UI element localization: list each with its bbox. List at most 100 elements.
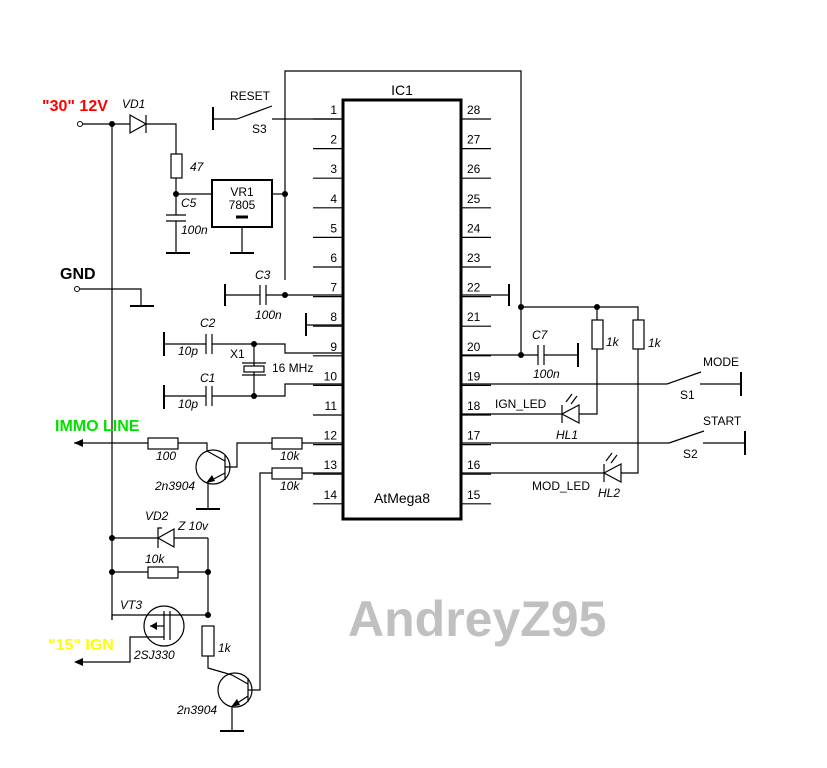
resistor-1k-hl2 — [632, 319, 645, 350]
r-hl1-value: 1k — [606, 335, 620, 349]
junction — [205, 569, 211, 575]
ic-pin-number: 18 — [467, 399, 481, 413]
hl2-light-icon — [605, 452, 618, 464]
ic-pin-number: 24 — [467, 221, 481, 235]
c1-value: 10p — [178, 397, 198, 411]
wire-vcc-loop — [284, 70, 522, 295]
r-gate-value: 10k — [145, 552, 165, 566]
c5-ref: C5 — [181, 196, 197, 210]
wire — [78, 636, 164, 663]
arrow-15-ign — [74, 658, 83, 666]
c5-value: 100n — [181, 223, 208, 237]
vd2-value: Z 10v — [177, 519, 209, 533]
switch-s2-blade — [668, 430, 705, 444]
label-start: START — [703, 414, 742, 428]
vd2-ref: VD2 — [145, 509, 169, 523]
ic-pin-number: 14 — [324, 488, 338, 502]
wire — [579, 349, 598, 415]
resistor-10k-pin12 — [271, 437, 303, 450]
watermark: AndreyZ95 — [348, 591, 606, 647]
wire — [207, 656, 233, 676]
ic-pin-number: 13 — [324, 458, 338, 472]
ic-pin-number: 27 — [467, 133, 481, 147]
r12-value: 10k — [280, 449, 300, 463]
q2-arrow — [231, 699, 240, 707]
zener-vd2 — [156, 527, 175, 549]
led-hl2 — [602, 463, 622, 483]
wire — [521, 306, 639, 320]
ic-pin-number: 22 — [467, 281, 481, 295]
switch-s1-blade — [666, 371, 702, 385]
c1-ref: C1 — [200, 371, 215, 385]
c7-value: 100n — [533, 367, 560, 381]
hl1-ref: HL1 — [556, 428, 578, 442]
terminal-gnd — [74, 286, 80, 292]
resistor-1k-base — [201, 625, 215, 657]
ic-pin-number: 15 — [467, 488, 481, 502]
switch-s3-blade — [236, 105, 273, 120]
zener-bar — [157, 527, 162, 548]
ic-pin-number: 7 — [330, 281, 337, 295]
ic-pin-number: 2 — [330, 133, 337, 147]
label-mode: MODE — [703, 355, 739, 369]
c2-ref: C2 — [200, 316, 216, 330]
ic-pin-number: 9 — [330, 340, 337, 354]
q2-collector — [231, 674, 249, 685]
ic-pin-number: 10 — [324, 369, 338, 383]
resistor-47 — [170, 153, 183, 179]
wire — [111, 614, 170, 620]
wire — [621, 349, 639, 474]
c3-value: 100n — [255, 308, 282, 322]
ic-pin-number: 19 — [467, 369, 481, 383]
ic-pin-number: 17 — [467, 429, 481, 443]
r100-value: 100 — [156, 449, 176, 463]
label-30-12v: "30" 12V — [42, 98, 108, 115]
q2-value: 2n3904 — [176, 703, 217, 717]
hl1-light-icon — [565, 393, 578, 405]
terminal-30 — [77, 121, 83, 127]
x1-value: 16 MHz — [272, 361, 313, 375]
vd1-ref: VD1 — [122, 97, 145, 111]
ic-pin-number: 28 — [467, 103, 481, 117]
transistor-q2 — [217, 672, 253, 708]
resistor-10k-gate — [147, 566, 179, 579]
c3-ref: C3 — [255, 268, 271, 282]
s1-ref: S1 — [680, 388, 695, 402]
resistor-10k-pin13 — [271, 467, 303, 480]
resistor-1k-hl1 — [591, 319, 604, 350]
label-mod-led: MOD_LED — [532, 479, 590, 493]
vt3-value: 2SJ330 — [133, 648, 175, 662]
crystal-x1 — [243, 365, 265, 373]
diode-vd1 — [129, 113, 148, 135]
ic-pin-number: 21 — [467, 310, 481, 324]
vt3-arrow — [150, 622, 157, 630]
s3-ref: S3 — [252, 122, 267, 136]
junction — [205, 612, 211, 618]
label-immo-line: IMMO LINE — [55, 418, 140, 435]
x1-ref: X1 — [230, 347, 245, 361]
resistor-100 — [147, 437, 179, 450]
wire — [80, 288, 142, 305]
r47-value: 47 — [190, 160, 205, 174]
wire — [146, 123, 177, 154]
vr1-value: 7805 — [229, 198, 256, 212]
mosfet-vt3 — [143, 605, 185, 647]
c2-value: 10p — [178, 344, 198, 358]
ic-pin-number: 5 — [330, 221, 337, 235]
ic-pin-number: 16 — [467, 458, 481, 472]
ic-pin-number: 26 — [467, 162, 481, 176]
vt3-ref: VT3 — [120, 598, 142, 612]
wire — [178, 442, 208, 451]
ic-pin-number: 8 — [330, 310, 337, 324]
label-gnd: GND — [60, 266, 96, 283]
q1-collector — [206, 450, 226, 462]
junction — [282, 191, 288, 197]
ic-pin-number: 1 — [330, 103, 337, 117]
r1k-value: 1k — [218, 641, 232, 655]
wire — [248, 472, 272, 691]
label-15-ign: "15" IGN — [48, 637, 114, 654]
junction — [251, 393, 257, 399]
